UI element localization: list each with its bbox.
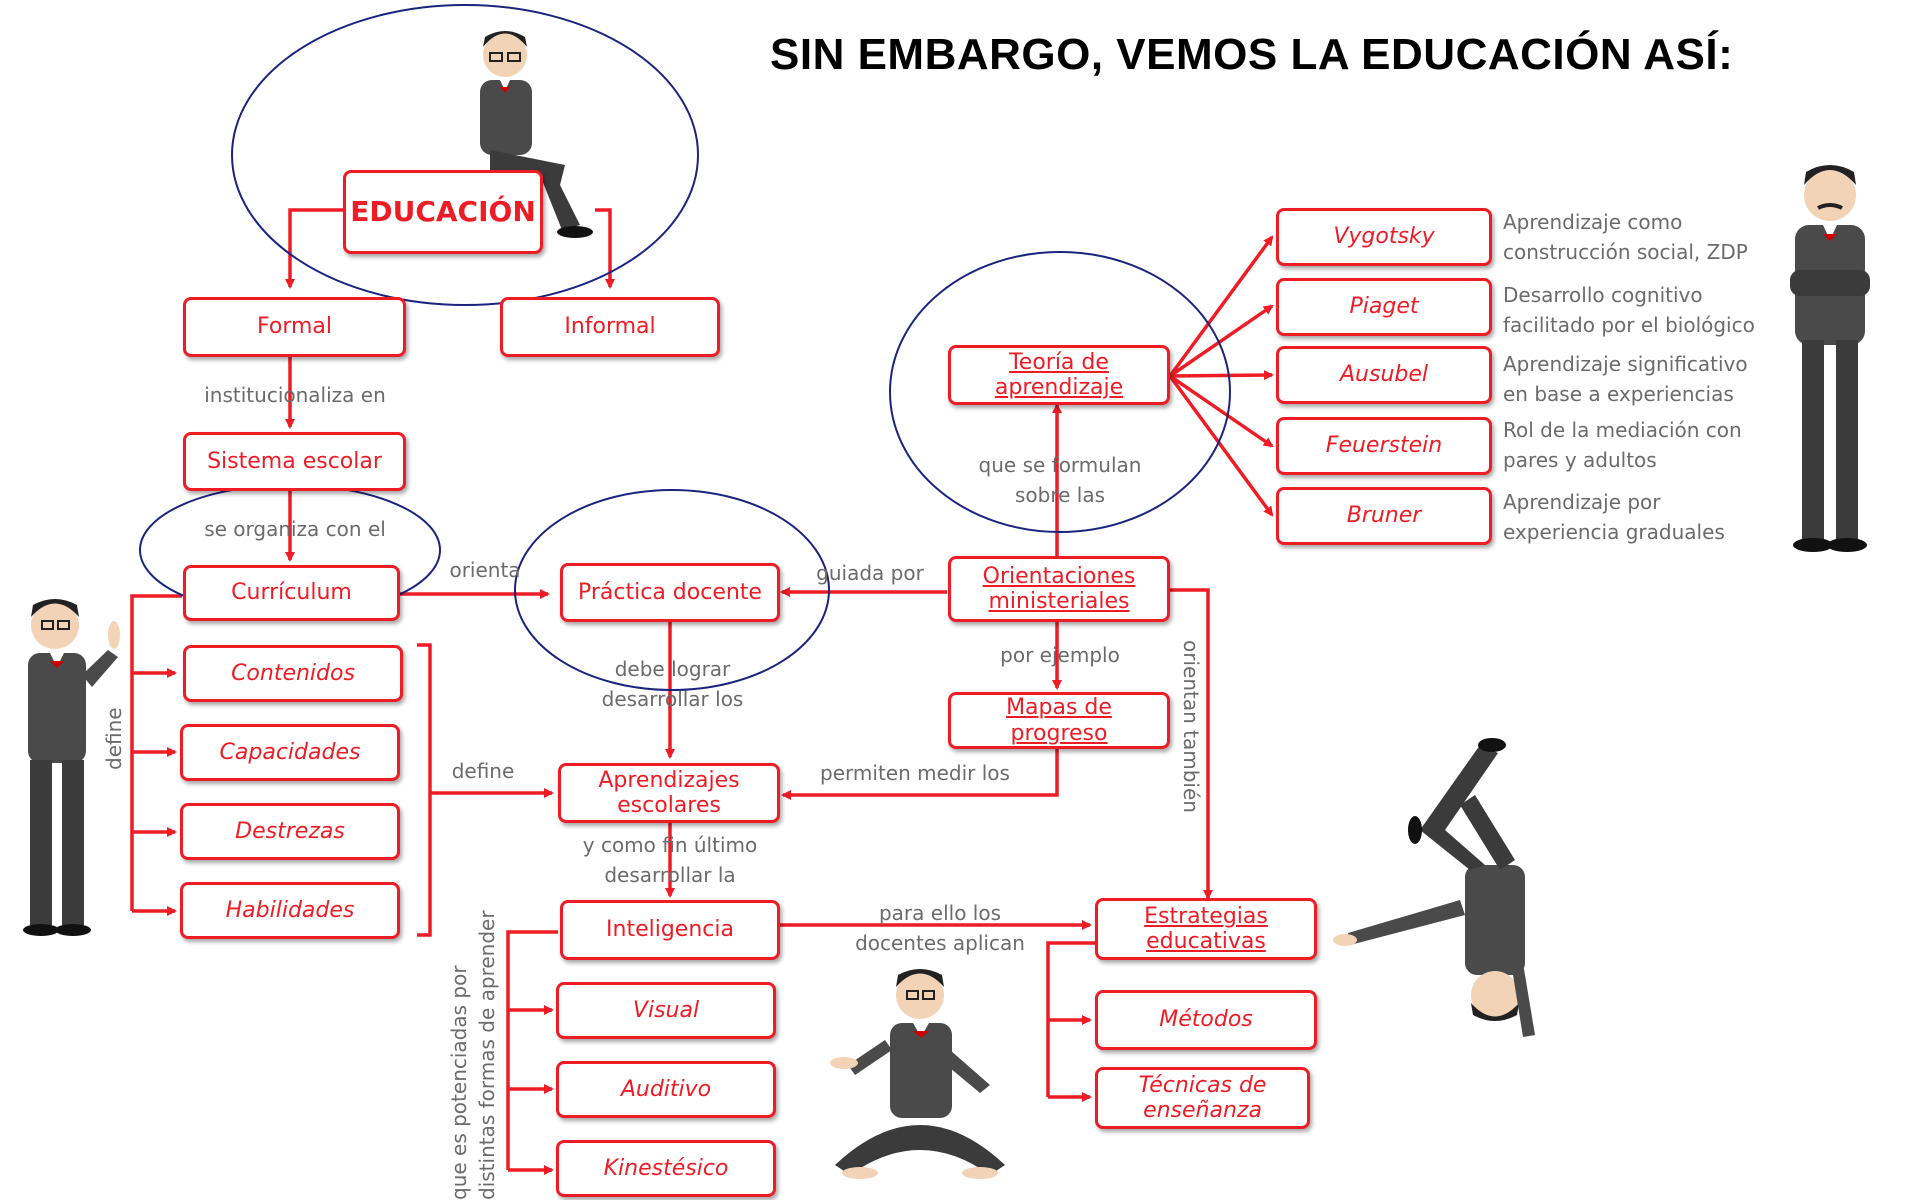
connector-curriculum-define — [130, 594, 182, 911]
highlight-ellipse-teoria — [889, 251, 1231, 533]
connector-educacion-formal — [285, 208, 345, 289]
link-label-orienta: orienta — [449, 558, 521, 582]
cartoon-character-icon — [830, 969, 1005, 1179]
node-inteligencia: Inteligencia — [560, 900, 780, 960]
connector-inteligencia-formas — [506, 930, 558, 1170]
connector-teoria-bruner — [1168, 374, 1274, 517]
node-metodos: Métodos — [1095, 990, 1317, 1050]
connector-teoria-ausubel — [1169, 370, 1274, 381]
node-tecnicas-ensenanza: Técnicas de enseñanza — [1095, 1067, 1310, 1129]
connector-mapas-aprendizajes — [781, 749, 1059, 800]
node-auditivo: Auditivo — [556, 1061, 776, 1118]
link-label-debe-lograr: debe lograr desarrollar los — [601, 657, 744, 711]
link-label-por-ejemplo: por ejemplo — [1000, 643, 1120, 667]
description-bruner: Aprendizaje por experiencia graduales — [1503, 490, 1725, 544]
connector-educacion-informal — [595, 208, 615, 289]
estrategias-educativas-label: Estrategias educativas — [1144, 903, 1268, 954]
link-label-que-se-formulan: que se formulan sobre las — [978, 453, 1142, 507]
node-teoria-aprendizaje: Teoría de aprendizaje — [948, 345, 1170, 405]
link-label-define: define — [451, 759, 515, 783]
node-educacion: EDUCACIÓN — [343, 170, 543, 254]
link-label-potenciadas: que es potenciadas por distintas formas … — [447, 910, 499, 1200]
connector-teoria-vygotsky — [1168, 235, 1274, 378]
cartoon-character-icon — [1333, 738, 1535, 1037]
node-informal: Informal — [500, 297, 720, 357]
node-estrategias-educativas: Estrategias educativas — [1095, 898, 1317, 960]
node-orientaciones-ministeriales: Orientaciones ministeriales — [948, 556, 1170, 622]
node-ausubel: Ausubel — [1276, 346, 1492, 404]
description-piaget: Desarrollo cognitivo facilitado por el b… — [1503, 283, 1755, 337]
node-mapas-progreso: Mapas de progreso — [948, 692, 1170, 749]
link-label-guiada-por: guiada por — [816, 561, 924, 585]
link-label-para-ello: para ello los docentes aplican — [855, 901, 1025, 955]
node-sistema-escolar: Sistema escolar — [183, 432, 406, 491]
connector-bracket-right — [417, 643, 432, 937]
link-label-define-vertical: define — [102, 707, 126, 770]
node-contenidos: Contenidos — [183, 645, 403, 702]
description-feuerstein: Rol de la mediación con pares y adultos — [1503, 418, 1742, 472]
connector-orientaciones-estrategias — [1170, 588, 1213, 900]
node-piaget: Piaget — [1276, 278, 1492, 336]
cartoon-character-icon — [480, 31, 593, 238]
node-destrezas: Destrezas — [180, 803, 400, 860]
node-habilidades: Habilidades — [180, 882, 400, 939]
node-formal: Formal — [183, 297, 406, 357]
link-label-y-como-fin: y como fin último desarrollar la — [582, 833, 758, 887]
node-practica-docente: Práctica docente — [560, 563, 780, 622]
cartoon-character-icon — [23, 599, 120, 936]
node-feuerstein: Feuerstein — [1276, 417, 1492, 475]
link-label-orientan-tambien: orientan también — [1179, 640, 1203, 813]
connector-estrategias-metodos — [1046, 941, 1095, 1097]
orientaciones-ministeriales-label: Orientaciones ministeriales — [982, 563, 1136, 614]
description-vygotsky: Aprendizaje como construcción social, ZD… — [1503, 210, 1748, 264]
node-aprendizajes-escolares: Aprendizajes escolares — [558, 763, 780, 823]
node-capacidades: Capacidades — [180, 724, 400, 781]
connector-teoria-piaget — [1169, 304, 1274, 378]
node-bruner: Bruner — [1276, 487, 1492, 545]
node-kinestesico: Kinestésico — [556, 1140, 776, 1197]
node-visual: Visual — [556, 982, 776, 1039]
cartoon-character-icon — [1790, 165, 1870, 552]
highlight-ellipse-educacion — [231, 4, 699, 306]
teoria-aprendizaje-label: Teoría de aprendizaje — [994, 349, 1124, 400]
link-label-institucionaliza: institucionaliza en — [204, 383, 386, 407]
connector-teoria-feuerstein — [1169, 374, 1274, 448]
link-label-se-organiza: se organiza con el — [204, 517, 386, 541]
link-label-permiten-medir: permiten medir los — [820, 761, 1010, 785]
description-ausubel: Aprendizaje significativo en base a expe… — [1503, 352, 1748, 406]
node-curriculum: Currículum — [183, 565, 400, 621]
mapas-progreso-label: Mapas de progreso — [1006, 695, 1112, 746]
highlight-ellipse-practica — [514, 489, 830, 691]
node-vygotsky: Vygotsky — [1276, 208, 1492, 266]
page-title: SIN EMBARGO, VEMOS LA EDUCACIÓN ASÍ: — [770, 30, 1734, 79]
